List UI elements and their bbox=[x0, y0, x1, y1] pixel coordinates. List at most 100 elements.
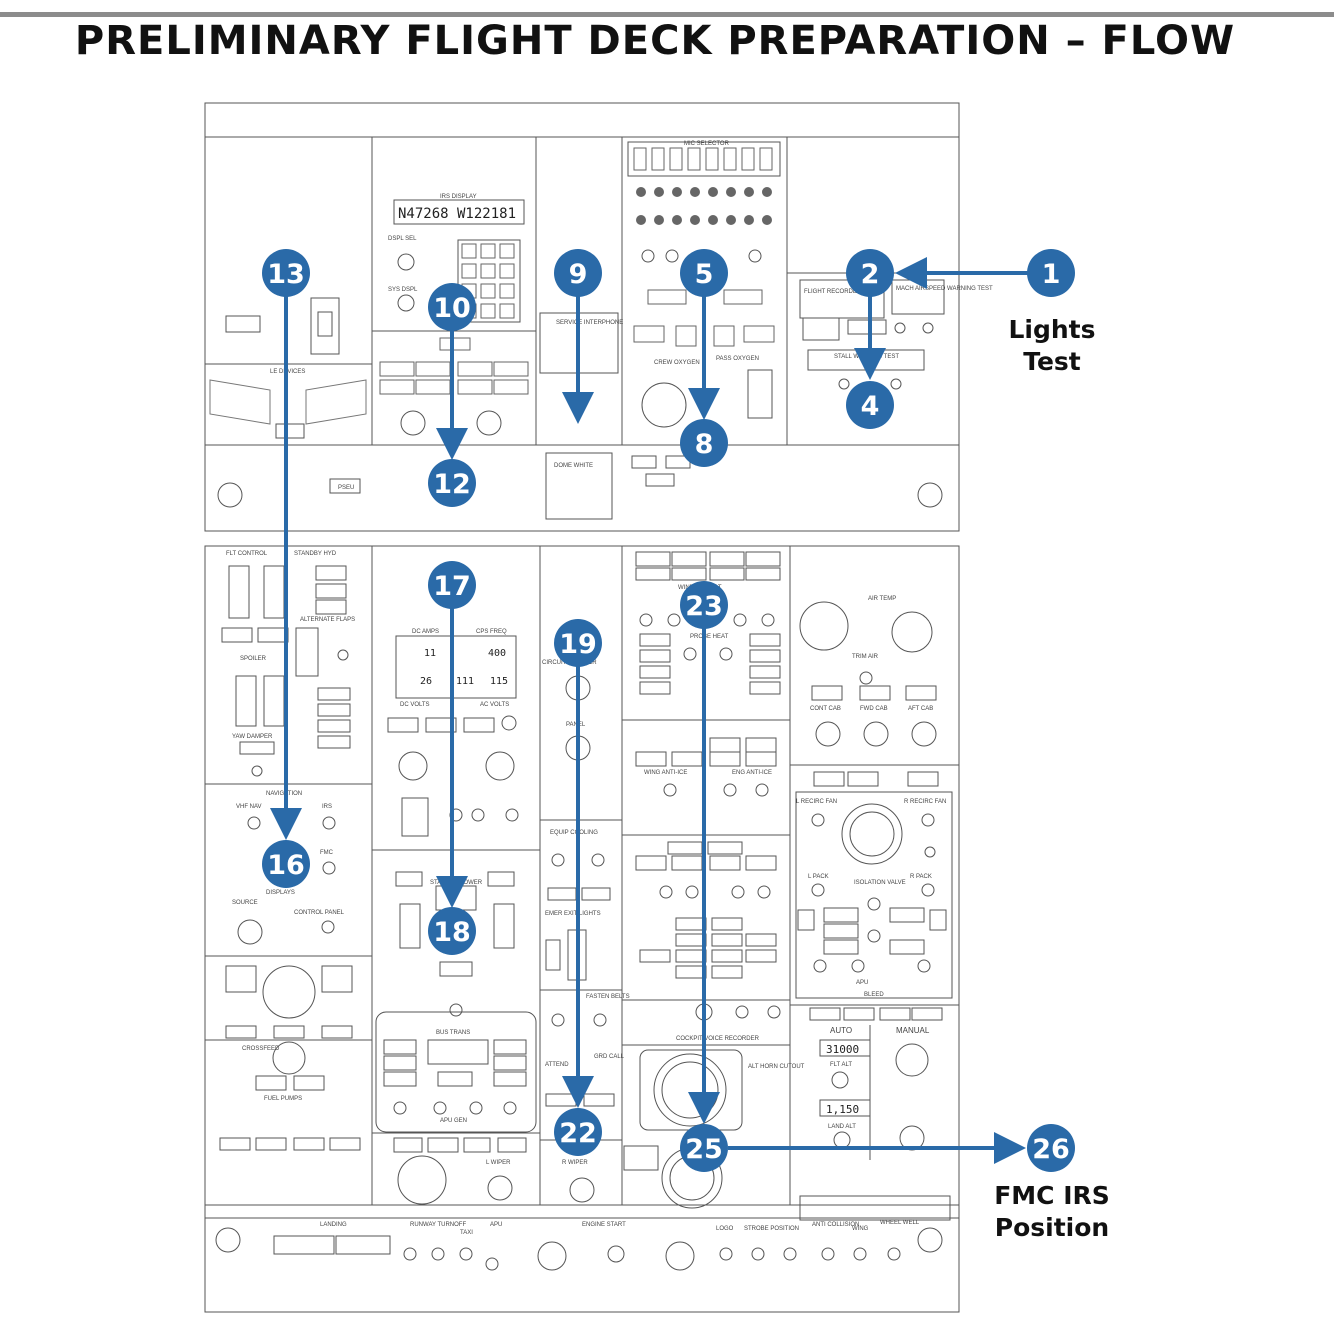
fwd-cab-label: FWD CAB bbox=[860, 706, 888, 712]
panel-label: PANEL bbox=[566, 722, 586, 728]
step-19-marker: 19 bbox=[554, 619, 602, 667]
apu-bleed-label: APU bbox=[856, 980, 868, 986]
r-pack-label: R PACK bbox=[910, 874, 932, 880]
vhf-nav-label: VHF NAV bbox=[236, 804, 262, 810]
step-17-label: 17 bbox=[433, 571, 471, 602]
irs-display-label: IRS DISPLAY bbox=[440, 194, 477, 200]
lights-test-line-2: Test bbox=[990, 346, 1114, 378]
mic-selector-label: MIC SELECTOR bbox=[684, 141, 730, 147]
r-recirc-fan-label: R RECIRC FAN bbox=[904, 799, 946, 805]
manual-label: MANUAL bbox=[896, 1026, 930, 1035]
service-interphone-label: SERVICE INTERPHONE bbox=[556, 320, 623, 326]
step-5-marker: 5 bbox=[680, 249, 728, 297]
step-8-marker: 8 bbox=[680, 419, 728, 467]
dome-white-label: DOME WHITE bbox=[554, 463, 593, 469]
wing-light-label: WING bbox=[852, 1226, 869, 1232]
step-22-label: 22 bbox=[559, 1118, 597, 1149]
taxi-label: TAXI bbox=[460, 1230, 473, 1236]
displays-label: DISPLAYS bbox=[266, 890, 295, 896]
step-8-label: 8 bbox=[695, 429, 714, 460]
psu-label: PSEU bbox=[338, 485, 354, 491]
lights-test-line-1: Lights bbox=[990, 314, 1114, 346]
cps-freq-label: CPS FREQ bbox=[476, 629, 507, 635]
l-wiper-label: L WIPER bbox=[486, 1160, 511, 1166]
pass-oxygen-label: PASS OXYGEN bbox=[716, 356, 759, 362]
landing-label: LANDING bbox=[320, 1222, 347, 1228]
flt-alt-value: 31000 bbox=[826, 1043, 859, 1056]
step-13-label: 13 bbox=[267, 259, 305, 290]
cockpit-voice-recorder-label: COCKPIT VOICE RECORDER bbox=[676, 1036, 760, 1042]
step-25-marker: 25 bbox=[680, 1124, 728, 1172]
emer-exit-lights-label: EMER EXIT LIGHTS bbox=[545, 911, 601, 917]
stall-warning-label: STALL WARNING TEST bbox=[834, 354, 899, 360]
l-recirc-fan-label: L RECIRC FAN bbox=[796, 799, 837, 805]
auto-label: AUTO bbox=[830, 1026, 852, 1035]
fmc-irs-line-2: Position bbox=[980, 1212, 1124, 1244]
step-16-label: 16 bbox=[267, 850, 305, 881]
runway-turnoff-label: RUNWAY TURNOFF bbox=[410, 1222, 466, 1228]
cps-freq-value: 400 bbox=[488, 648, 506, 659]
ac-amps-value: 111 bbox=[456, 676, 474, 687]
control-panel-label: CONTROL PANEL bbox=[294, 910, 345, 916]
flt-alt-label: FLT ALT bbox=[830, 1062, 852, 1068]
dc-amps-label: DC AMPS bbox=[412, 629, 439, 635]
equip-cooling-label: EQUIP COOLING bbox=[550, 830, 598, 836]
ac-volts-value: 115 bbox=[490, 676, 508, 687]
dc-volts-value: 26 bbox=[420, 676, 432, 687]
l-pack-label: L PACK bbox=[808, 874, 829, 880]
le-devices-panel bbox=[205, 364, 372, 445]
wing-anti-ice-label: WING ANTI-ICE bbox=[644, 770, 687, 776]
step-26-label: 26 bbox=[1032, 1134, 1070, 1165]
land-alt-label: LAND ALT bbox=[828, 1124, 856, 1130]
apu-gen-label: APU GEN bbox=[440, 1118, 467, 1124]
step-23-label: 23 bbox=[685, 591, 723, 622]
mach-airspeed-label: MACH AIRSPEED WARNING TEST bbox=[896, 286, 993, 292]
dspl-sel-label: DSPL SEL bbox=[388, 236, 417, 242]
logo-label: LOGO bbox=[716, 1226, 734, 1232]
r-wiper-label: R WIPER bbox=[562, 1160, 588, 1166]
air-temp-label: AIR TEMP bbox=[868, 596, 896, 602]
trim-air-label: TRIM AIR bbox=[852, 654, 879, 660]
step-19-label: 19 bbox=[559, 629, 597, 660]
step-12-marker: 12 bbox=[428, 459, 476, 507]
alt-horn-cutout-label: ALT HORN CUTOUT bbox=[748, 1064, 805, 1070]
strobe-position-label: STROBE POSITION bbox=[744, 1226, 799, 1232]
bleed-label: BLEED bbox=[864, 992, 884, 998]
flt-control-label: FLT CONTROL bbox=[226, 551, 268, 557]
step-1-marker: 1 bbox=[1027, 249, 1075, 297]
step-10-marker: 10 bbox=[428, 283, 476, 331]
irs-label: IRS bbox=[322, 804, 332, 810]
engine-start-label: ENGINE START bbox=[582, 1222, 626, 1228]
sys-dspl-label: SYS DSPL bbox=[388, 287, 418, 293]
irs-display-readout: N47268 W122181 bbox=[398, 206, 516, 222]
fmc-irs-position-caption: FMC IRS Position bbox=[980, 1180, 1124, 1244]
grd-call-label: GRD CALL bbox=[594, 1054, 625, 1060]
step-25-label: 25 bbox=[685, 1134, 723, 1165]
step-9-label: 9 bbox=[569, 259, 588, 290]
standby-hyd-label: STANDBY HYD bbox=[294, 551, 337, 557]
step-4-label: 4 bbox=[861, 391, 880, 422]
step-2-marker: 2 bbox=[846, 249, 894, 297]
probe-heat-label: PROBE HEAT bbox=[690, 634, 729, 640]
step-1-label: 1 bbox=[1042, 259, 1061, 290]
apu-switch-label: APU bbox=[490, 1222, 502, 1228]
step-5-label: 5 bbox=[695, 259, 714, 290]
fmc-irs-line-1: FMC IRS bbox=[980, 1180, 1124, 1212]
step-2-label: 2 bbox=[861, 259, 880, 290]
ac-volts-label: AC VOLTS bbox=[480, 702, 509, 708]
bus-trans-label: BUS TRANS bbox=[436, 1030, 470, 1036]
step-18-label: 18 bbox=[433, 917, 471, 948]
aft-cab-label: AFT CAB bbox=[908, 706, 933, 712]
crossfeed-label: CROSSFEED bbox=[242, 1046, 280, 1052]
step-10-label: 10 bbox=[433, 293, 471, 324]
eng-anti-ice-label: ENG ANTI-ICE bbox=[732, 770, 772, 776]
yaw-damper-label: YAW DAMPER bbox=[232, 734, 273, 740]
dc-volts-label: DC VOLTS bbox=[400, 702, 430, 708]
fasten-belts-label: FASTEN BELTS bbox=[586, 994, 630, 1000]
step-16-marker: 16 bbox=[262, 840, 310, 888]
dc-amps-value: 11 bbox=[424, 648, 436, 659]
step-22-marker: 22 bbox=[554, 1108, 602, 1156]
crew-oxygen-label: CREW OXYGEN bbox=[654, 360, 700, 366]
cont-cab-label: CONT CAB bbox=[810, 706, 841, 712]
